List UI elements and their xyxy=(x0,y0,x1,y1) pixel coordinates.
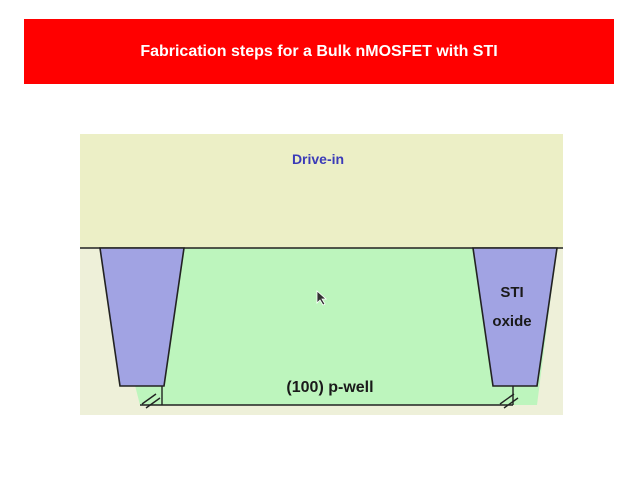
p-well-label: (100) p-well xyxy=(286,379,373,396)
p-well-region xyxy=(100,248,557,405)
slide-title: Fabrication steps for a Bulk nMOSFET wit… xyxy=(140,42,498,60)
step-label: Drive-in xyxy=(292,151,344,167)
title-banner: Fabrication steps for a Bulk nMOSFET wit… xyxy=(24,19,614,84)
sti-label-line1: STI xyxy=(500,284,523,301)
break-mark-left xyxy=(141,393,161,409)
sti-left xyxy=(99,247,185,387)
ambient-region xyxy=(80,134,563,248)
sti-label-line2: oxide xyxy=(492,313,531,330)
sti-right xyxy=(472,247,558,387)
mouse-pointer-icon xyxy=(316,290,328,306)
break-mark-right xyxy=(499,393,519,409)
